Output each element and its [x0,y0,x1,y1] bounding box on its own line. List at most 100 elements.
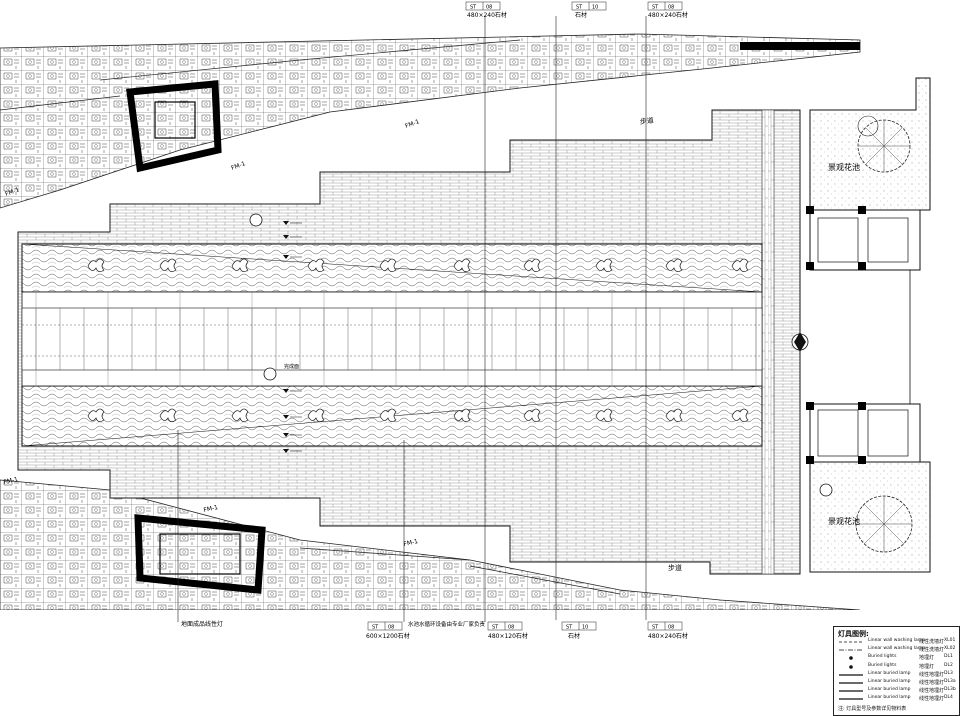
fish-sculpture [379,408,397,422]
callout-material: 石材 [568,632,580,640]
callout-sheet: 08 [486,5,492,11]
legend-symbol-icon [849,664,853,669]
legend-symbol-icon [839,682,863,684]
fish-sculpture [379,258,397,272]
sculpture-group [87,258,749,422]
fish-sculpture [231,408,249,422]
callout-bottom-1: 地面成品线性灯 [181,620,223,628]
fish-sculpture [307,408,325,422]
fish-sculpture [231,258,249,272]
legend-english-label: Linear buried lamp [868,679,911,684]
planter-north [809,77,931,211]
fish-sculpture [159,408,177,422]
legend-symbol-icon [839,641,863,643]
legend-code: DL4 [944,695,953,701]
fm-label: FM-1 [230,160,246,172]
fish-sculpture [731,408,749,422]
legend-english-label: Linear buried lamp [868,687,911,693]
legend-chinese-label: 线性地埋灯 [919,688,945,695]
legend-chinese-label: 地埋灯 [919,663,935,670]
legend-row: Buried lights 地埋灯 DL2 [836,663,957,671]
legend-chinese-label: 线性地埋灯 [919,680,945,686]
callout-ref: ST [566,625,573,631]
fm-label: FM-1 [4,186,20,198]
fish-sculpture [87,258,105,272]
callout-sheet: 08 [668,625,674,631]
street-label-bottom: 步道 [668,563,682,572]
section-marker [249,213,833,497]
legend-chinese-label: 线性洗墙灯 [919,647,945,654]
legend-code: DL2 [944,662,953,668]
legend-symbol-icon [839,674,863,676]
level-arrow-icon [283,433,289,437]
callout-bottom-5: ST 10 石材 [561,621,597,640]
level-arrow-icon [283,235,289,239]
central-paving [21,291,763,387]
callout-ref: ST [492,625,499,631]
legend-symbol-icon [849,656,853,661]
legend-chinese-label: 线性洗墙灯 [919,639,945,645]
callout-material: 600×1200石材 [366,632,410,640]
fm-label: FM-1 [203,504,219,514]
level-tag: 完成面 [284,363,299,370]
legend-english-label: Buried lights [868,654,897,660]
legend-code: DL1 [944,654,953,660]
legend-english-label: Linear buried lamp [868,670,911,676]
legend-code: XL01 [944,638,956,643]
legend-symbol-icon [839,698,863,700]
fish-sculpture [595,258,613,272]
fish-sculpture [159,258,177,272]
fish-sculpture [731,258,749,272]
callout-material: 地面成品线性灯 [181,620,223,628]
legend-english-label: Buried lights [868,662,897,668]
callout-ref: ST [576,5,583,11]
callout-sheet: 08 [668,5,674,11]
callout-sheet: 08 [508,625,514,631]
legend-chinese-label: 地埋灯 [919,655,935,662]
callout-bottom-6: ST 08 480×240石材 [647,621,688,640]
legend-code: DL3a [944,679,956,684]
callout-top-2: ST 10 石材 [571,1,607,19]
legend-english-label: Linear wall washing lamp [868,638,926,643]
fish-sculpture [87,408,105,422]
street-label-top: 步道 [639,116,654,126]
legend-symbol-icon [839,649,863,651]
callout-ref: ST [652,625,659,631]
level-arrow-icon [283,449,289,453]
callout-material: 石材 [575,11,587,19]
fish-sculpture [665,258,683,272]
planter-label-south: 景观花池 [828,516,860,526]
callout-ref: ST [470,5,477,11]
fm-label: FM-1 [3,476,19,486]
level-arrow-icon [283,221,289,225]
callout-leaders [177,16,647,622]
fish-sculpture [595,408,613,422]
planter-label-north: 景观花池 [828,162,860,172]
legend-english-label: Linear buried lamp [868,695,911,701]
callout-top-3: ST 08 480×240石材 [647,1,688,19]
level-markers [283,221,302,453]
level-arrow-icon [283,255,289,259]
callout-sheet: 10 [582,625,588,631]
legend-chinese-label: 线性地埋灯 [919,671,945,678]
callout-material: 480×240石材 [648,11,688,19]
fish-sculpture [453,408,471,422]
legend-code: DL3 [944,670,953,676]
callout-bottom-2: ST 08 600×1200石材 [366,621,410,640]
building-strip-top [0,33,861,209]
tree-north [857,115,911,173]
fish-sculpture [665,408,683,422]
level-arrow-icon [283,415,289,419]
fm-label: FM-1 [403,538,419,548]
legend-chinese-label: 线性地埋灯 [919,696,945,703]
callout-material: 480×240石材 [648,632,688,640]
legend-row: Buried lights 地埋灯 DL1 [836,654,957,662]
